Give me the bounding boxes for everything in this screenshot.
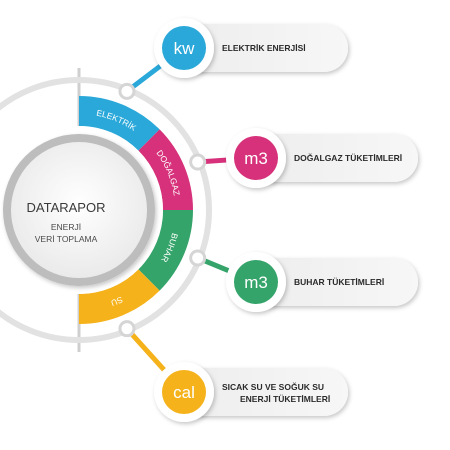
connector-line <box>124 326 168 374</box>
item-pill <box>178 24 348 72</box>
ring-segment-2 <box>138 129 193 210</box>
m3-badge-icon <box>234 136 278 180</box>
cal-badge-icon <box>162 370 206 414</box>
item-pill <box>250 134 418 182</box>
connector-dot <box>189 249 207 267</box>
item-card-4: cal SICAK SU VE SOĞUK SU ENERJİ TÜKETİMLER… <box>154 362 348 422</box>
item-cards: kw ELEKTRİK ENERJİSİ m3 DOĞALGAZ TÜKETİMLER… <box>154 18 418 422</box>
connector-dot <box>118 82 136 100</box>
center-subtitle-line2: VERİ TOPLAMA <box>35 234 98 244</box>
outer-ring <box>0 77 212 343</box>
ring-segment-4 <box>79 269 160 324</box>
item-pill <box>250 258 418 306</box>
item-label: ELEKTRİK ENERJİSİ <box>222 43 306 53</box>
item-badge-text: m3 <box>244 149 268 168</box>
kw-badge-icon <box>162 26 206 70</box>
ring-segment-label: SU <box>110 294 125 308</box>
item-badge-text: m3 <box>244 273 268 292</box>
item-badge-text: kw <box>174 39 196 58</box>
item-label: DOĞALGAZ TÜKETİMLERİ <box>294 152 402 163</box>
center-title: DATARAPOR <box>27 200 106 215</box>
ring-segment-3 <box>138 210 193 291</box>
item-label: BUHAR TÜKETİMLERİ <box>294 277 384 287</box>
center-subtitle-line1: ENERJİ <box>51 222 81 232</box>
item-pill <box>178 368 348 416</box>
connector-dot <box>118 320 136 338</box>
item-card-2: m3 DOĞALGAZ TÜKETİMLERİ <box>226 128 418 188</box>
item-card-1: kw ELEKTRİK ENERJİSİ <box>154 18 348 78</box>
item-label-line2: ENERJİ TÜKETİMLERİ <box>240 394 330 404</box>
item-label-line1: SICAK SU VE SOĞUK SU <box>222 381 324 392</box>
m3-badge-icon <box>234 260 278 304</box>
connectors <box>118 62 233 374</box>
item-card-3: m3 BUHAR TÜKETİMLERİ <box>226 252 418 312</box>
connector-dot <box>189 153 207 171</box>
item-badge-text: cal <box>173 383 195 402</box>
ring-segment-1 <box>79 96 160 151</box>
center-hub: DATARAPOR ENERJİ VERİ TOPLAMA <box>0 126 163 294</box>
